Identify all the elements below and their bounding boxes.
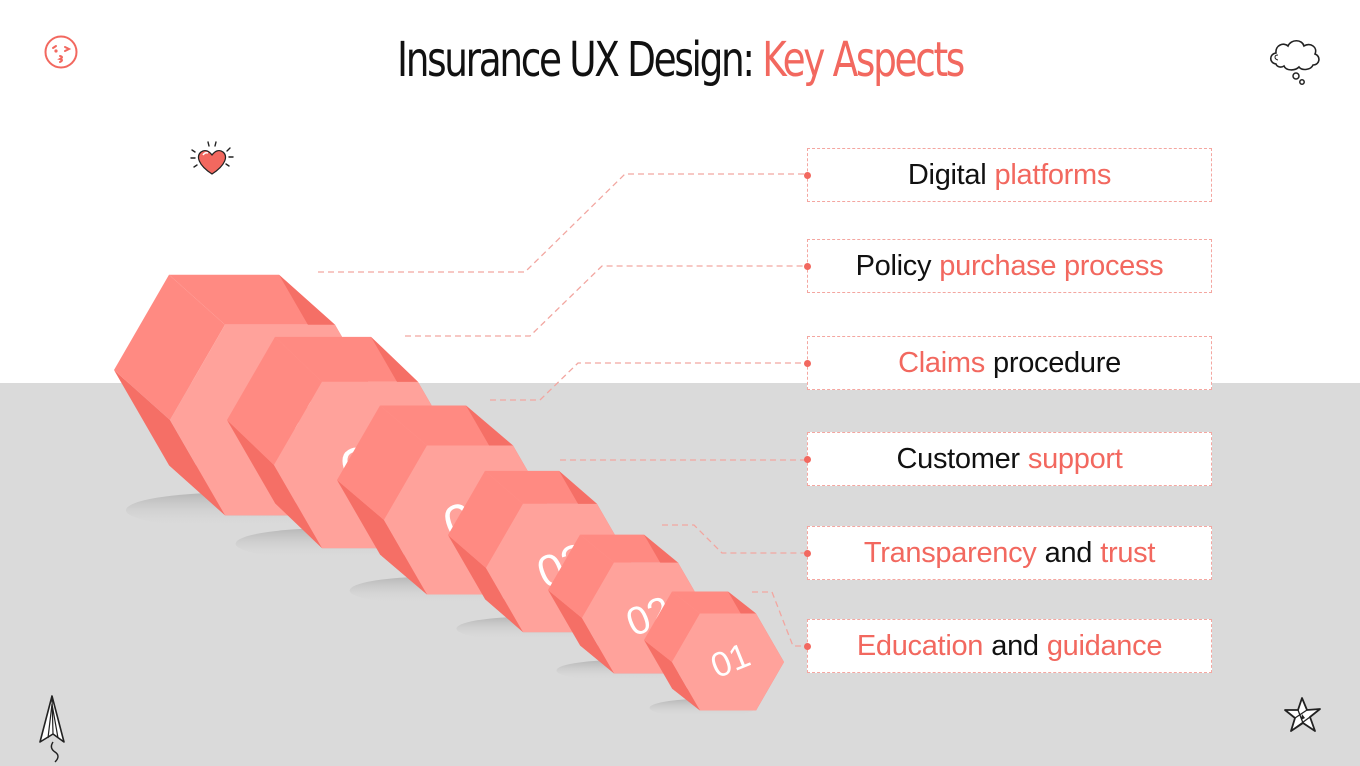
block-side-face [114, 274, 225, 420]
winking-kiss-emoji-icon [44, 35, 78, 69]
page-title: Insurance UX Design: Key Aspects [150, 32, 1211, 88]
block-side-face [227, 336, 322, 465]
block-side-face [644, 640, 700, 711]
block-side-face [548, 590, 614, 674]
thought-cloud-icon [1269, 39, 1320, 85]
aspect-text: and [991, 629, 1039, 662]
block-side-face [337, 480, 427, 595]
aspect-text-accent: Education [856, 629, 984, 662]
aspect-text: Policy [855, 249, 932, 282]
block-side-face [448, 470, 523, 568]
aspect-text: Digital [907, 158, 987, 191]
aspect-text-accent: Transparency [863, 536, 1037, 569]
connector-line-6 [752, 591, 805, 647]
title-accent: Key Aspects [762, 32, 965, 88]
connector-line-2 [405, 265, 805, 337]
block-side-face [227, 420, 322, 549]
connector-lines [318, 173, 805, 647]
block-front-face [672, 613, 784, 711]
heart-icon [190, 141, 234, 175]
connector-dot [804, 549, 811, 557]
aspect-text-accent: trust [1100, 536, 1156, 569]
block-side-face [169, 274, 335, 325]
aspect-text-accent: purchase process [939, 249, 1164, 282]
paper-airplane-icon [39, 695, 65, 763]
block-side-face [644, 591, 700, 662]
star-icon [1284, 697, 1321, 732]
connector-dot [804, 171, 811, 179]
number-blocks: 060504030201 [114, 274, 784, 717]
block-side-face [380, 405, 513, 446]
aspect-text-accent: support [1027, 442, 1123, 475]
connector-line-1 [318, 173, 805, 273]
aspect-text-accent: platforms [994, 158, 1112, 191]
aspect-text-accent: guidance [1046, 629, 1163, 662]
connector-line-5 [662, 524, 805, 554]
block-side-face [485, 470, 597, 504]
block-side-face [337, 405, 427, 520]
connector-dot [804, 262, 811, 270]
block-side-face [114, 370, 225, 516]
connector-dot [804, 359, 811, 367]
number-block-01: 01 [644, 591, 784, 717]
block-side-face [448, 535, 523, 633]
connector-dot [804, 642, 811, 650]
aspect-text: procedure [993, 346, 1121, 379]
block-side-face [580, 534, 678, 563]
aspect-text: Customer [896, 442, 1020, 475]
connector-line-3 [490, 362, 805, 401]
block-side-face [548, 534, 614, 618]
connector-dot [804, 455, 811, 463]
aspect-text-accent: Claims [898, 346, 985, 379]
aspect-text: and [1044, 536, 1093, 569]
title-main: Insurance UX Design: [397, 32, 755, 88]
